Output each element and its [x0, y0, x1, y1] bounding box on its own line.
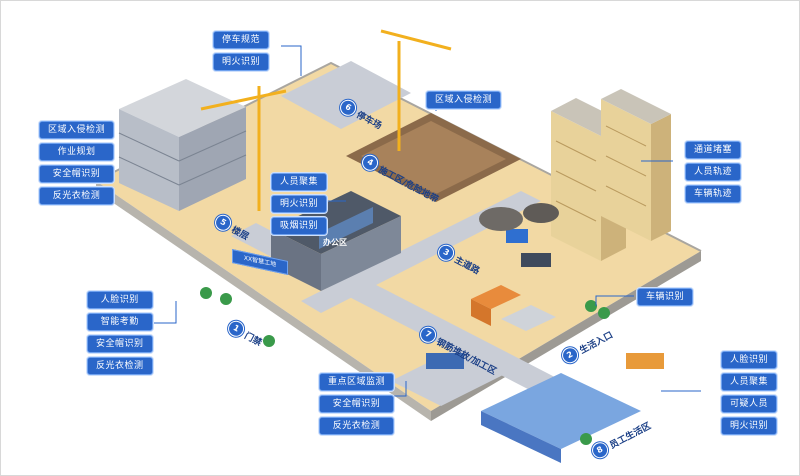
label-suspicious: 可疑人员 — [721, 395, 778, 413]
rubble-pile-1 — [479, 207, 523, 231]
rubble-pile-2 — [523, 203, 559, 223]
label-smoking: 吸烟识别 — [271, 217, 328, 235]
tower-b-front — [601, 99, 651, 241]
tower-a-front — [551, 111, 601, 261]
label-live-face: 人脸识别 — [721, 351, 778, 369]
site-wall-right — [431, 251, 701, 421]
label-key-area: 重点区域监测 — [319, 373, 395, 391]
label-group-gate: 人脸识别 智能考勤 安全帽识别 反光衣检测 — [87, 291, 153, 375]
frame-building-left — [119, 109, 179, 211]
tower-b-roof — [601, 89, 671, 124]
tower-b-side — [651, 114, 671, 241]
label-proc-vest: 反光衣检测 — [319, 417, 395, 435]
label-crowd: 人员聚集 — [271, 173, 328, 191]
label-open-fire-mid: 明火识别 — [271, 195, 328, 213]
label-group-crowd: 人员聚集 明火识别 吸烟识别 — [271, 173, 328, 235]
truck-gate — [426, 353, 464, 369]
site-wall-left — [96, 181, 431, 421]
crane-left — [200, 86, 287, 211]
label-group-processing: 重点区域监测 安全帽识别 反光衣检测 — [319, 373, 395, 435]
label-vehicle-recog: 车辆识别 — [637, 288, 694, 306]
office-front — [271, 229, 321, 291]
label-left-vest: 反光衣检测 — [39, 187, 115, 205]
office-side — [321, 216, 401, 291]
label-group-living: 人脸识别 人员聚集 可疑人员 明火识别 — [721, 351, 778, 435]
crane-center — [380, 29, 452, 151]
label-group-road: 通道堵塞 人员轨迹 车辆轨迹 — [685, 141, 742, 203]
label-person-track: 人员轨迹 — [685, 163, 742, 181]
label-live-crowd: 人员聚集 — [721, 373, 778, 391]
label-parking-rules: 停车规范 — [213, 31, 270, 49]
label-blockage: 通道堵塞 — [685, 141, 742, 159]
label-left-work-plan: 作业规划 — [39, 143, 115, 161]
parking-lot — [281, 61, 411, 129]
brick-stack — [471, 285, 521, 309]
label-group-parking: 停车规范 明火识别 — [213, 31, 270, 71]
label-gate-helmet: 安全帽识别 — [87, 335, 153, 353]
brick-stack-front — [471, 299, 491, 326]
frame-building-right — [179, 107, 246, 211]
label-left-helmet: 安全帽识别 — [39, 165, 115, 183]
frame-building-top — [119, 79, 246, 137]
label-live-fire: 明火识别 — [721, 417, 778, 435]
dorm-front — [481, 411, 561, 463]
pit-inner — [361, 121, 506, 194]
truck-right — [626, 353, 664, 369]
label-open-fire-top: 明火识别 — [213, 53, 270, 71]
label-face-recog: 人脸识别 — [87, 291, 153, 309]
office-roof — [271, 191, 401, 254]
label-proc-helmet: 安全帽识别 — [319, 395, 395, 413]
label-group-vehicle: 车辆识别 — [637, 288, 694, 306]
office-sign: 办公区 — [323, 238, 347, 247]
trees — [200, 287, 610, 445]
truck-road — [521, 253, 551, 267]
label-intrusion-center: 区域入侵检测 — [426, 91, 502, 109]
label-group-left: 区域入侵检测 作业规划 安全帽识别 反光衣检测 — [39, 121, 115, 205]
label-gate-vest: 反光衣检测 — [87, 357, 153, 375]
front-road — [391, 341, 521, 406]
label-smart-attendance: 智能考勤 — [87, 313, 153, 331]
label-vehicle-track: 车辆轨迹 — [685, 185, 742, 203]
label-left-intrusion: 区域入侵检测 — [39, 121, 115, 139]
rebar-stack — [501, 305, 556, 331]
label-group-pit: 区域入侵检测 — [426, 91, 502, 109]
office-sign-panel — [319, 207, 373, 249]
excavator — [506, 229, 528, 243]
